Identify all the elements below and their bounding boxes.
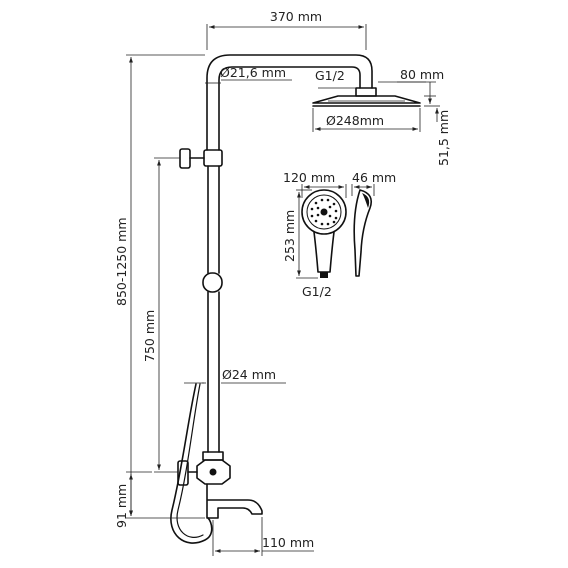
upper-pipe-inner (218, 66, 361, 151)
bath-spout (206, 483, 263, 519)
dim-pipe-top-diameter: Ø21,6 mm (220, 65, 286, 80)
dim-hand-length: 253 mm (282, 210, 297, 262)
slider-holder (202, 272, 223, 293)
dim-mixer-height: 91 mm (114, 484, 129, 528)
dim-hand-depth: 46 mm (352, 170, 396, 185)
dim-pipe-bottom-diameter: Ø24 mm (222, 367, 276, 382)
hand-shower-side (353, 189, 373, 277)
upper-pipe-outer (206, 54, 373, 151)
wall-bracket-top (179, 148, 191, 169)
dim-arm-width: 370 mm (270, 9, 322, 24)
hand-shower-handle (313, 231, 335, 273)
dim-hose-height: 750 mm (142, 310, 157, 362)
hand-shower: 120 mm 46 mm 253 mm G1/2 (282, 170, 396, 299)
head-connector (355, 87, 377, 97)
dim-head-diameter: Ø248mm (326, 113, 384, 128)
spray-nozzles (310, 198, 338, 226)
hand-shower-face (301, 189, 347, 235)
dim-head-offset: 80 mm (400, 67, 444, 82)
shower-hose (170, 383, 213, 544)
dim-thread-top: G1/2 (315, 68, 345, 83)
overhead-head (312, 95, 421, 104)
dim-hand-width: 120 mm (283, 170, 335, 185)
dimension-lines: 370 mm Ø21,6 mm G1/2 80 mm Ø248mm 51,5 m… (114, 9, 451, 556)
column-coupling (203, 149, 223, 167)
dim-total-height: 850-1250 mm (114, 217, 129, 306)
shower-column (170, 54, 421, 544)
mixer-diverter (202, 451, 224, 461)
dim-spout-length: 110 mm (262, 535, 314, 550)
dim-head-thickness: 51,5 mm (436, 110, 451, 166)
mixer-body (196, 459, 231, 485)
dim-hand-thread: G1/2 (302, 284, 332, 299)
